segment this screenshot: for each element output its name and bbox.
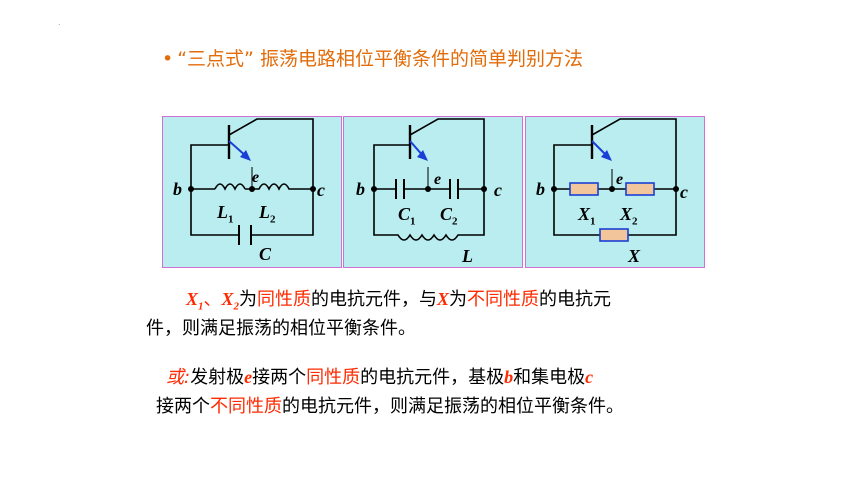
element-x-label: X <box>628 246 641 266</box>
same-nature-highlight: 同性质 <box>306 367 361 388</box>
base-label: b <box>536 179 545 199</box>
collector-label: c <box>680 182 688 202</box>
element-x2-label: C2 <box>440 204 458 228</box>
text: 的电抗元件，则满足振荡的相位平衡条件。 <box>282 396 624 417</box>
different-nature-highlight: 不同性质 <box>467 289 540 310</box>
bullet-icon: • <box>162 48 174 70</box>
different-nature-highlight: 不同性质 <box>210 396 282 417</box>
or-label: 或: <box>166 367 191 388</box>
same-nature-highlight: 同性质 <box>257 289 312 310</box>
element-x1-label: C1 <box>398 204 416 228</box>
circuit-1-drawing <box>188 118 316 245</box>
element-x2-label: X2 <box>620 204 638 228</box>
x1-symbol: X1 <box>186 289 204 313</box>
alternative-line-1: 或:发射极e接两个同性质的电抗元件，基极b和集电极c <box>166 362 593 393</box>
circuit-diagram-lc-capacitive: b c e C1 C2 L <box>343 116 523 268</box>
emitter-label: e <box>252 169 260 186</box>
circuit-diagram-lc-inductive: b c e L1 L2 C <box>162 116 342 268</box>
x2-symbol: X2 <box>221 289 240 313</box>
element-x1-label: X1 <box>578 204 596 228</box>
conclusion-line-1: X1、X2为同性质的电抗元件，与X为不同性质的电抗元 <box>186 284 611 322</box>
text: 发射极 <box>190 367 245 388</box>
element-x1-label: L1 <box>217 202 234 226</box>
slide-marker: . <box>58 18 61 27</box>
heading-text: “三点式” 振荡电路相位平衡条件的简单判别方法 <box>177 48 583 70</box>
conclusion-line-2: 件，则满足振荡的相位平衡条件。 <box>146 318 416 339</box>
element-x-label: L <box>462 246 473 266</box>
separator: 、 <box>203 289 222 310</box>
slide-heading: •“三点式” 振荡电路相位平衡条件的简单判别方法 <box>162 44 583 71</box>
text: 的电抗元件，基极 <box>360 367 505 388</box>
text: 为 <box>449 289 468 310</box>
emitter-label: e <box>434 171 442 188</box>
collector-symbol: c <box>585 367 594 387</box>
element-x2-label: L2 <box>259 202 276 226</box>
circuit-2-drawing <box>371 118 487 241</box>
text: 为 <box>239 289 258 310</box>
text: 的电抗元件，与 <box>311 289 438 310</box>
collector-label: c <box>494 180 502 200</box>
collector-label: c <box>317 180 325 200</box>
alternative-line-2: 接两个不同性质的电抗元件，则满足振荡的相位平衡条件。 <box>156 392 624 422</box>
base-label: b <box>356 179 365 199</box>
text: 接两个 <box>156 396 210 417</box>
text: 的电抗元 <box>539 289 612 310</box>
emitter-label: e <box>616 171 624 188</box>
text: 和集电极 <box>513 367 586 388</box>
text: 接两个 <box>252 367 307 388</box>
x-symbol: X <box>437 289 450 309</box>
circuit-3-drawing <box>551 118 679 242</box>
emitter-symbol: e <box>244 367 253 387</box>
circuit-diagram-generic-reactance: b c e X1 X2 X <box>525 116 705 268</box>
base-symbol: b <box>504 367 514 387</box>
base-label: b <box>173 179 182 199</box>
element-x-label: C <box>259 244 272 264</box>
